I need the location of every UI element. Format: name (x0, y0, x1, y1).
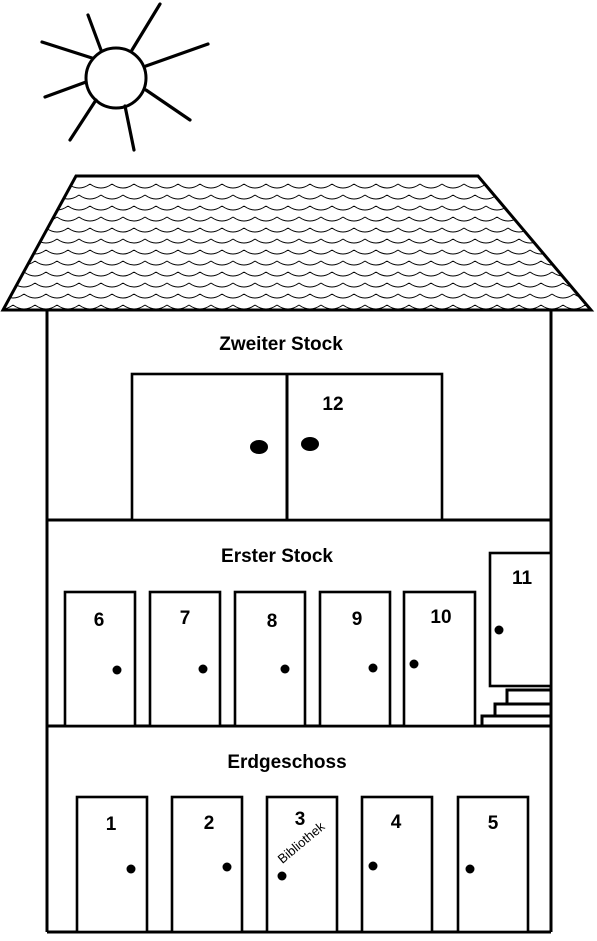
door-room-1[interactable]: 1 (75, 795, 149, 934)
room-number-11: 11 (512, 568, 533, 589)
door-knob (250, 440, 268, 454)
door-room-11[interactable]: 11 (488, 551, 553, 688)
door-room-7[interactable]: 7 (148, 590, 222, 728)
door-room-8[interactable]: 8 (233, 590, 307, 728)
door-room-3[interactable]: 3 Bibliothek (265, 795, 339, 934)
room-number-7: 7 (180, 608, 191, 629)
room-number-1: 1 (106, 814, 117, 835)
roof (0, 174, 595, 312)
floor-label-second: Zweiter Stock (219, 334, 343, 355)
room-number-12: 12 (322, 394, 343, 415)
stairs-icon (480, 688, 551, 726)
door-room-12[interactable]: 12 (130, 372, 444, 522)
floor-label-first: Erster Stock (221, 546, 333, 567)
door-knob (301, 437, 319, 451)
room-number-6: 6 (94, 610, 105, 631)
room-number-4: 4 (391, 812, 402, 833)
door-room-9[interactable]: 9 (318, 590, 392, 728)
room-number-9: 9 (352, 609, 363, 630)
door-room-6[interactable]: 6 (63, 590, 137, 728)
door-room-4[interactable]: 4 (360, 795, 434, 934)
door-room-2[interactable]: 2 (170, 795, 244, 934)
room-number-10: 10 (430, 607, 451, 628)
sun-icon (40, 2, 210, 152)
room-number-3: 3 (295, 809, 306, 830)
room-number-8: 8 (267, 611, 278, 632)
room-number-2: 2 (204, 813, 215, 834)
room-number-5: 5 (488, 813, 499, 834)
door-room-5[interactable]: 5 (456, 795, 530, 934)
door-room-10[interactable]: 10 (402, 590, 477, 728)
floor-label-ground: Erdgeschoss (227, 752, 346, 773)
